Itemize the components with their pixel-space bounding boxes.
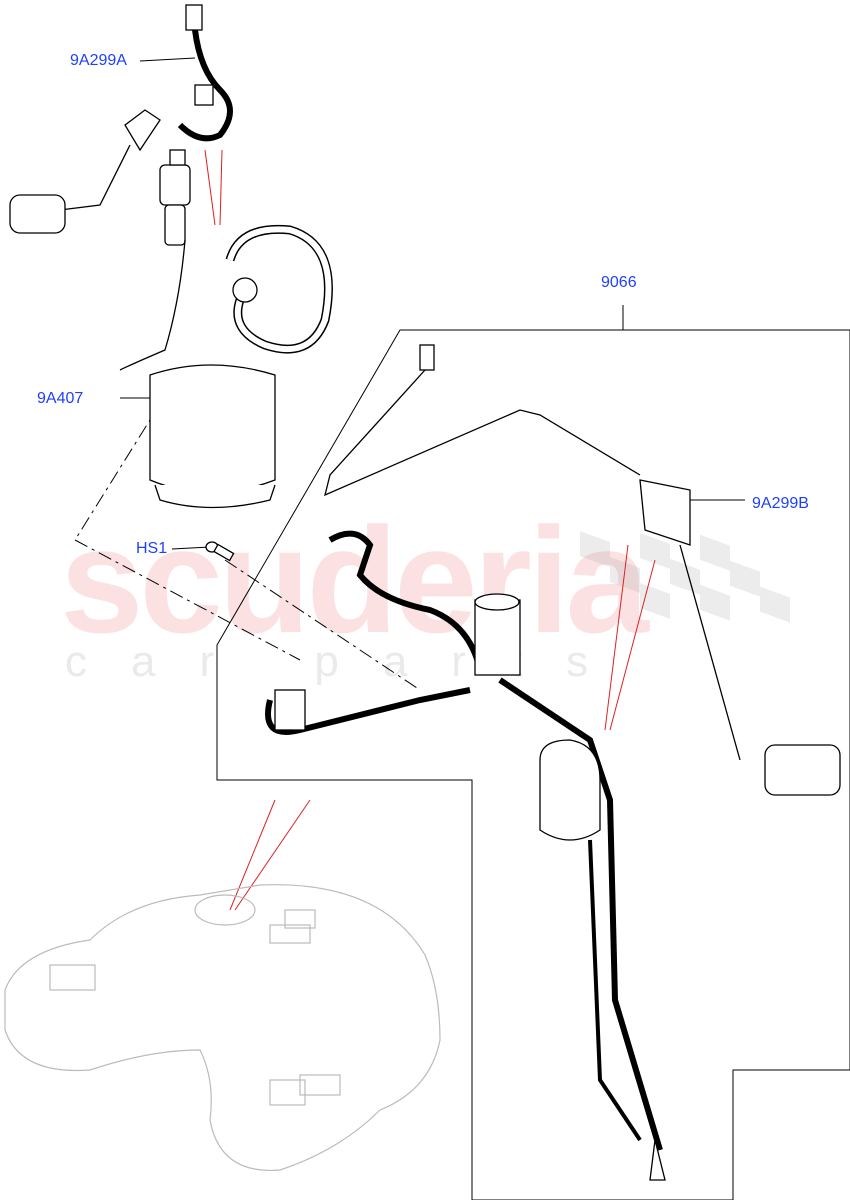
- watermark-brand: scuderia: [60, 496, 649, 664]
- checkered-flag-watermark: [580, 531, 790, 623]
- callout-9066[interactable]: 9066: [601, 274, 637, 291]
- fuel-pump-module: [119, 149, 333, 509]
- bolt-HS1: [205, 541, 235, 562]
- fuel-sender-unit-9066: [265, 344, 841, 1181]
- callout-9A407[interactable]: 9A407: [37, 390, 84, 407]
- leader-lines: [120, 57, 745, 550]
- callout-9A299B[interactable]: 9A299B: [752, 495, 809, 512]
- reference-lines: [204, 149, 656, 911]
- assembly-boundary: [216, 305, 850, 1200]
- callout-9A299A[interactable]: 9A299A: [70, 52, 127, 69]
- fuel-tank: [4, 884, 441, 1172]
- callout-HS1[interactable]: HS1: [136, 540, 168, 557]
- fuel-level-sender-9A299A: [9, 4, 233, 234]
